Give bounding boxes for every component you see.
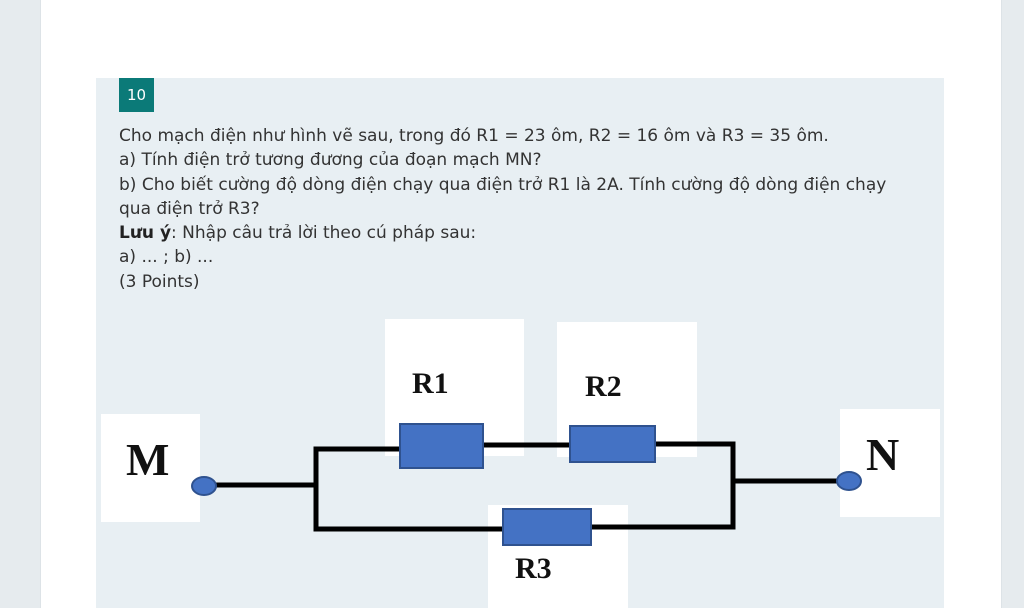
resistor-r3 [502, 508, 592, 546]
label-bg-m [101, 414, 200, 522]
label-r1: R1 [412, 367, 449, 400]
question-points: (3 Points) [119, 271, 200, 292]
note-label: Lưu ý [119, 223, 172, 244]
note-line: Lưu ý: Nhập câu trả lời theo cú pháp sau… [119, 221, 919, 245]
question-line-4: qua điện trở R3? [119, 198, 260, 219]
question-line-1: Cho mạch điện như hình vẽ sau, trong đó … [119, 126, 829, 146]
label-n: N [866, 429, 899, 480]
answer-format: a) ... ; b) ... [119, 247, 214, 268]
terminal-n [836, 471, 862, 491]
terminal-m [191, 476, 217, 496]
label-r3: R3 [515, 552, 552, 585]
question-line-2: a) Tính điện trở tương đương của đoạn mạ… [119, 150, 542, 171]
note-text: : Nhập câu trả lời theo cú pháp sau: [171, 223, 477, 244]
question-line-3: b) Cho biết cường độ dòng điện chạy qua … [119, 174, 887, 195]
label-r2: R2 [585, 370, 622, 403]
label-bg-n [840, 409, 940, 517]
question-text: Cho mạch điện như hình vẽ sau, trong đó … [119, 124, 919, 294]
label-m: M [126, 434, 169, 485]
question-number-badge: 10 [119, 78, 154, 112]
resistor-r1 [399, 423, 484, 469]
circuit-wires [212, 441, 841, 532]
resistor-r2 [569, 425, 656, 463]
